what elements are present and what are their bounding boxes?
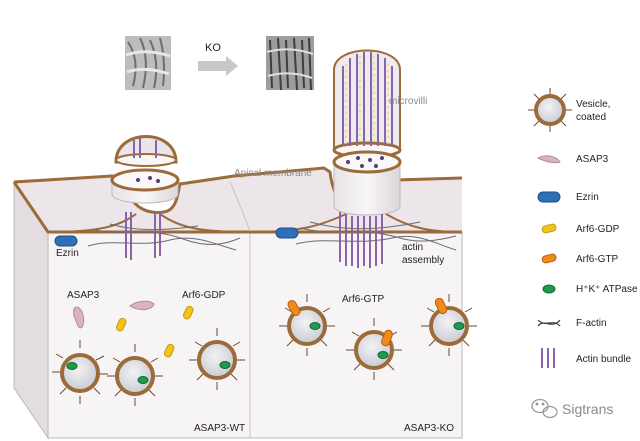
legend-label-vesicle-1: Vesicle, — [576, 99, 610, 110]
actin-assembly-label-1: actin — [402, 242, 423, 253]
vesicle-wt-3 — [189, 328, 245, 390]
legend-atpase-icon — [542, 284, 556, 294]
micrograph-ko — [266, 36, 314, 91]
cell-front-face — [47, 231, 463, 439]
asap3-label: ASAP3 — [67, 290, 100, 301]
panel-ko-label: ASAP3-KO — [404, 423, 454, 434]
legend-actin-bundle-icon — [541, 348, 555, 368]
legend-arf6-gdp-icon — [541, 223, 557, 234]
ko-arrow: KO — [198, 42, 238, 76]
ko-label: KO — [205, 42, 221, 54]
wt-asap3-proteins — [73, 300, 155, 329]
ko-microvillus — [332, 49, 402, 159]
vesicle-ko-1 — [279, 294, 335, 356]
ko-microvillus-pit — [332, 150, 402, 216]
vesicle-wt-1 — [52, 340, 108, 404]
legend-label-arf6-gtp: Arf6-GTP — [576, 254, 619, 265]
legend-label-arf6-gdp: Arf6-GDP — [576, 224, 620, 235]
legend-arf6-gtp-icon — [541, 253, 557, 264]
legend-f-actin-icon — [537, 319, 561, 327]
watermark-text: Sigtrans — [562, 401, 613, 417]
legend-label-asap3: ASAP3 — [576, 154, 609, 165]
vesicle-ko-3 — [421, 294, 477, 356]
ko-f-actin — [295, 221, 457, 251]
legend-label-vesicle-2: coated — [576, 112, 606, 123]
wt-microvillus-cap — [114, 135, 178, 167]
vesicle-wt-2 — [107, 344, 163, 406]
wt-f-actin — [87, 223, 241, 251]
legend-vesicle-icon — [528, 88, 572, 132]
legend-label-f-actin: F-actin — [576, 318, 607, 329]
apical-membrane-label: Apical membrane — [234, 168, 312, 179]
microvilli-label: microvilli — [389, 96, 427, 107]
legend-label-atpase: H⁺K⁺ ATPase — [576, 284, 638, 295]
actin-assembly-label-2: assembly — [402, 255, 444, 266]
legend-ezrin-icon — [537, 191, 561, 203]
micrograph-wt — [125, 36, 171, 90]
legend-label-ezrin: Ezrin — [576, 192, 599, 203]
ezrin-ko — [275, 227, 299, 239]
wt-arf6-gdp — [115, 305, 194, 358]
wt-actin-bundle — [125, 212, 161, 260]
watermark: Sigtrans — [531, 398, 613, 419]
arf6-gdp-label: Arf6-GDP — [182, 290, 226, 301]
wechat-logo-icon — [531, 398, 558, 419]
ezrin-wt — [54, 235, 78, 247]
legend-asap3-icon — [536, 155, 561, 164]
legend-label-actin-bundle: Actin bundle — [576, 354, 631, 365]
panel-wt-label: ASAP3-WT — [194, 423, 245, 434]
ezrin-label: Ezrin — [56, 248, 79, 259]
legend: Vesicle, coated ASAP3 Ezrin Arf6-GDP Arf… — [528, 88, 638, 368]
arf6-gtp-label: Arf6-GTP — [342, 294, 385, 305]
wt-microvillus-pit — [110, 168, 180, 204]
vesicle-ko-2 — [346, 318, 402, 380]
